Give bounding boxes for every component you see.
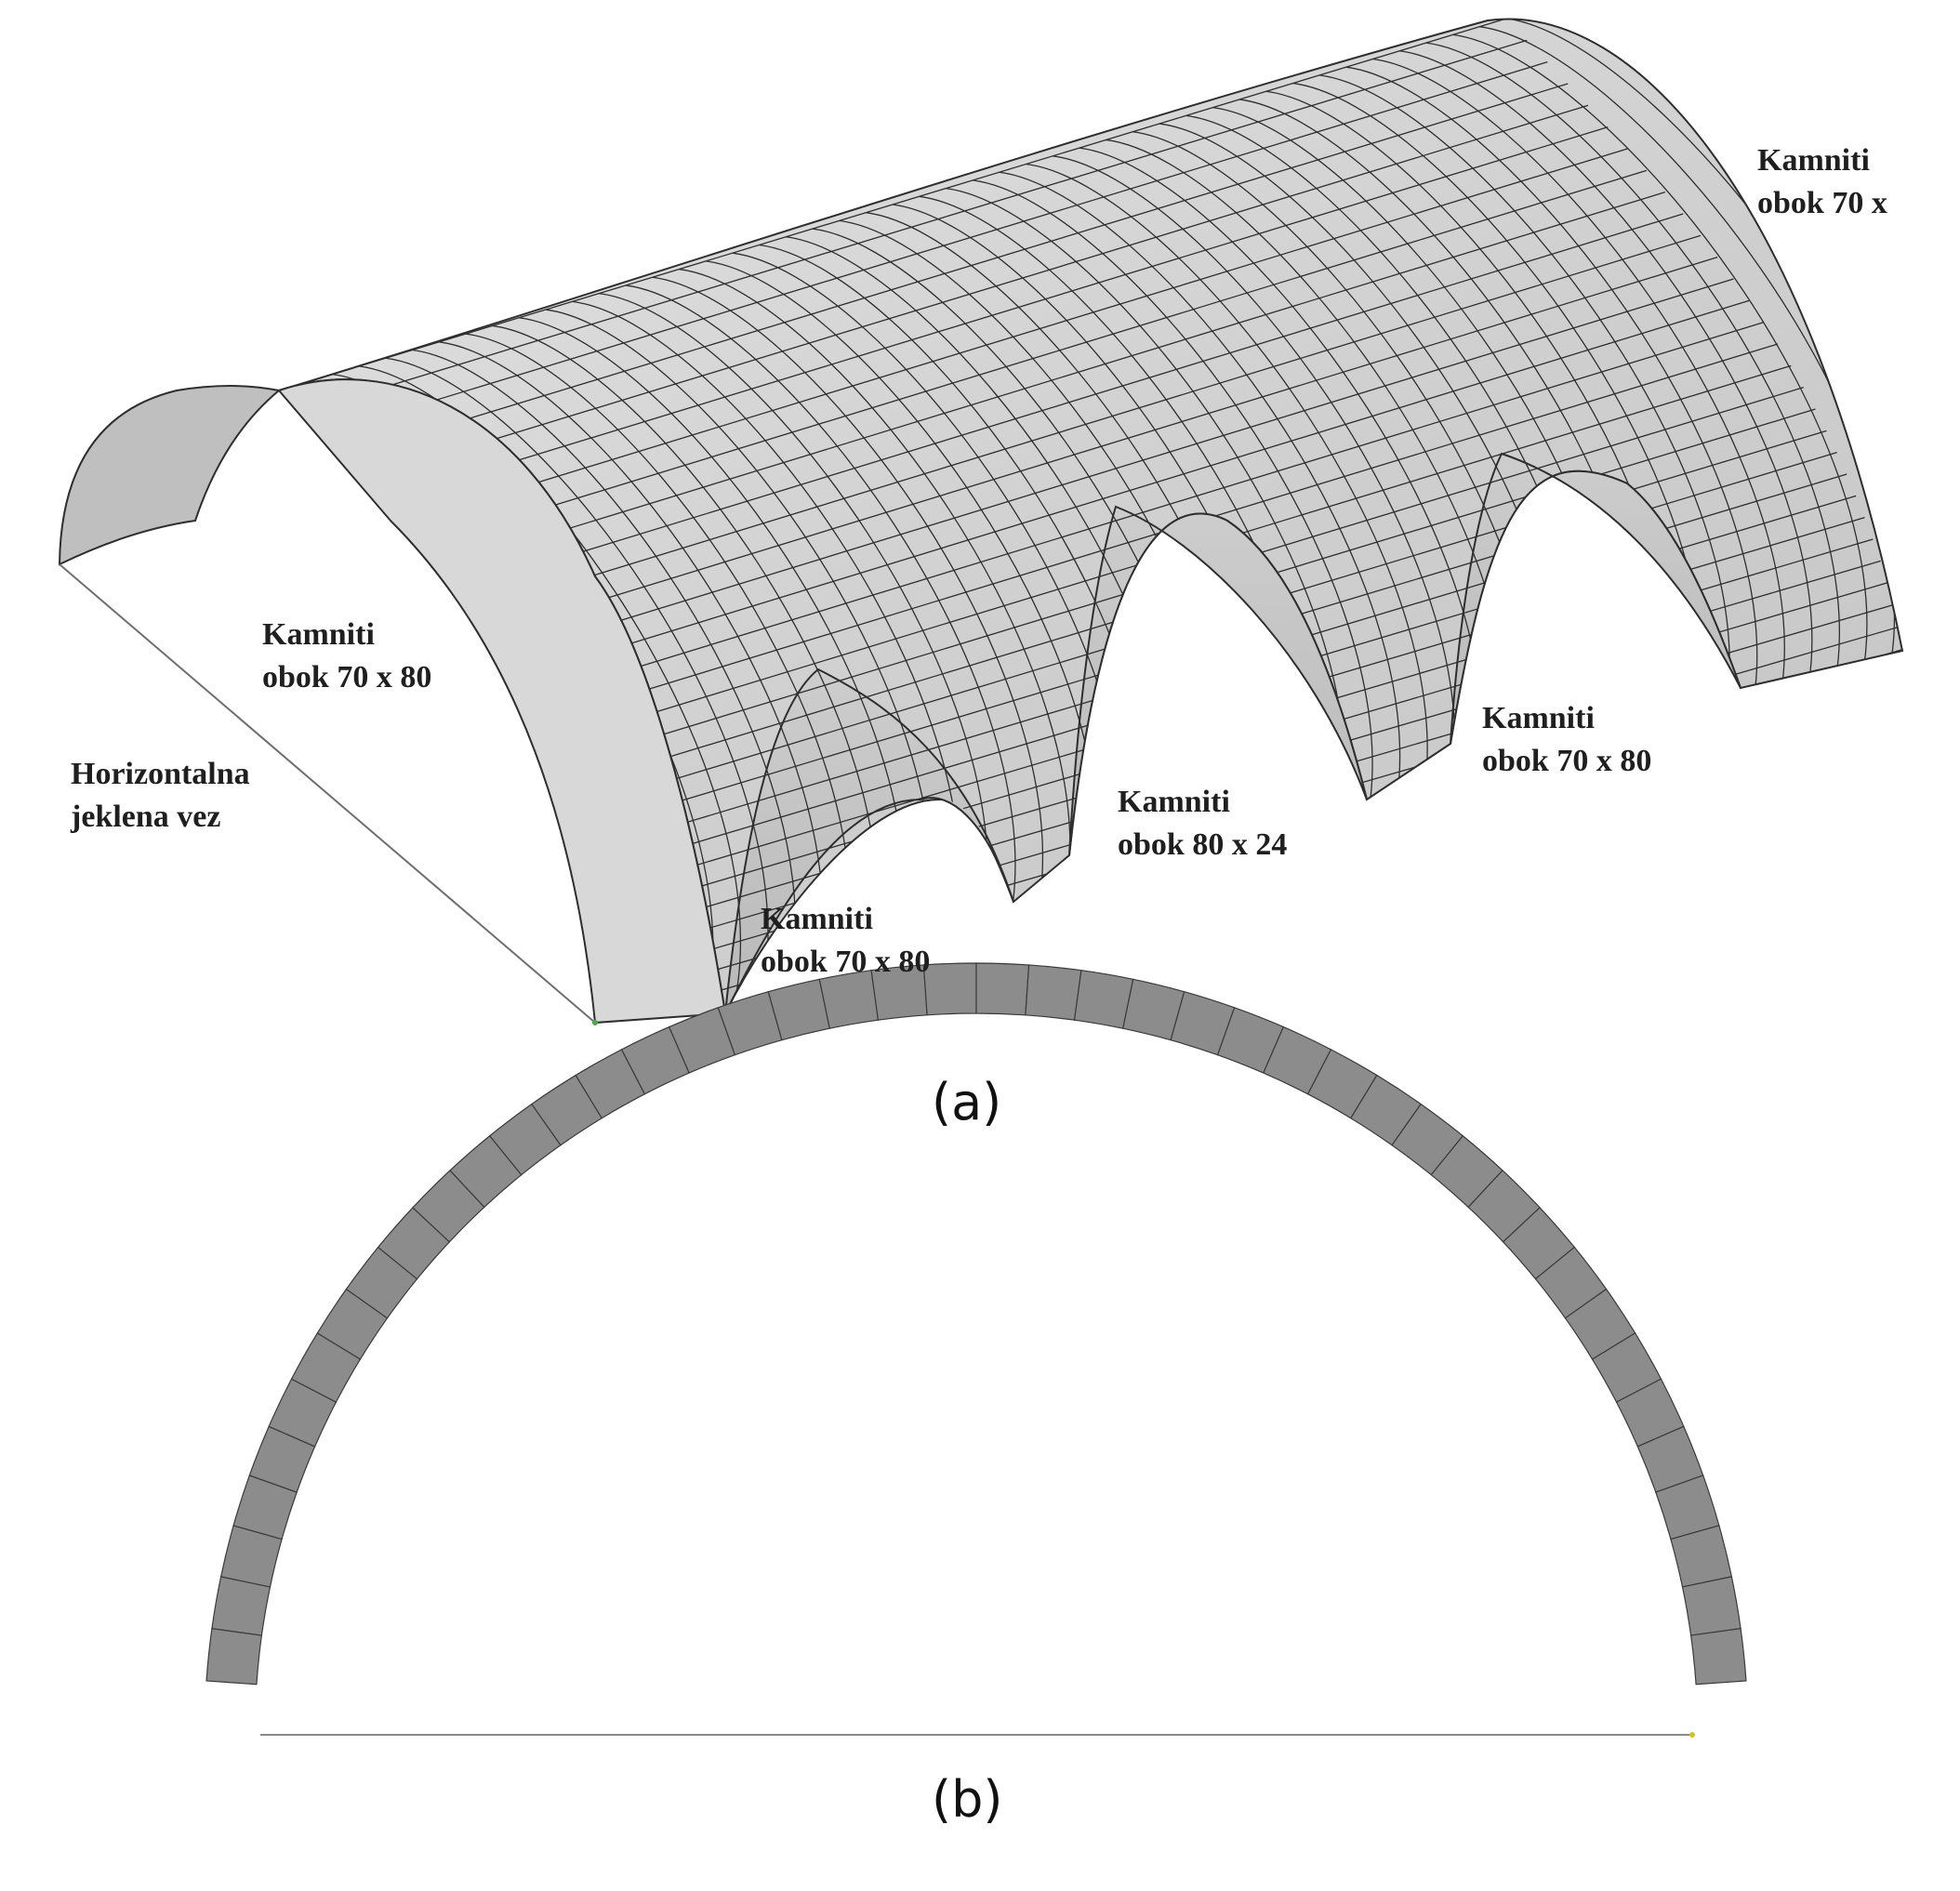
mesh-longitudinal-line <box>499 234 1702 605</box>
mesh-longitudinal-line <box>350 83 1569 456</box>
label-rib-3: Kamniti obok 70 x 80 <box>1482 697 1651 783</box>
panel-a-caption: (a) <box>932 1073 1002 1131</box>
label-top-right-line2: obok 70 x <box>1757 186 1887 220</box>
mesh-transverse-arc <box>1425 42 1840 694</box>
label-rib-1: Kamniti obok 70 x 80 <box>761 898 930 984</box>
arch-voussoir-block <box>205 1627 263 1686</box>
mesh-transverse-arc <box>973 179 1373 827</box>
mesh-longitudinal-line <box>517 257 1718 627</box>
mesh-transverse-arc <box>1053 155 1456 804</box>
support-marker <box>592 1020 598 1025</box>
horizontal-steel-tie <box>59 563 596 1024</box>
label-left-arch-line2: obok 70 x 80 <box>262 660 432 694</box>
arch-voussoir-block <box>922 962 977 1016</box>
label-rib-3-line2: obok 70 x 80 <box>1482 744 1652 778</box>
label-rib-2-line1: Kamniti <box>1118 785 1230 819</box>
mesh-transverse-arc <box>439 341 824 985</box>
mesh-transverse-arc <box>1399 50 1813 702</box>
mesh-transverse-arc <box>1372 58 1785 709</box>
panel-a-vault-model <box>58 18 1904 1025</box>
mesh-longitudinal-line <box>418 148 1628 520</box>
mesh-longitudinal-line <box>549 299 1750 669</box>
label-rib-2-line2: obok 80 x 24 <box>1118 827 1288 862</box>
mesh-longitudinal-line <box>533 278 1734 648</box>
mesh-transverse-arc <box>652 276 1043 922</box>
mesh-longitudinal-line <box>460 192 1666 562</box>
mesh-transverse-arc <box>1452 33 1868 686</box>
arch-voussoir-ring <box>205 962 1747 1686</box>
mesh-longitudinal-line <box>480 213 1684 584</box>
mesh-transverse-arc <box>385 357 769 1001</box>
label-steel-tie-line2: jeklena vez <box>71 800 221 834</box>
label-rib-1-line1: Kamniti <box>761 902 873 936</box>
mesh-transverse-arc <box>679 268 1071 914</box>
arch-voussoir-block <box>1689 1627 1747 1686</box>
mesh-transverse-arc <box>1319 74 1730 725</box>
arch-voussoir-block <box>1681 1576 1741 1636</box>
arch-support-marker <box>1689 1732 1695 1738</box>
arch-voussoir-block <box>975 962 1030 1016</box>
panel-b-caption: (b) <box>932 1770 1003 1829</box>
arch-voussoir-block <box>1025 964 1082 1021</box>
label-rib-3-line1: Kamniti <box>1482 701 1595 735</box>
vault-side-wall <box>277 378 727 1025</box>
label-left-arch-line1: Kamniti <box>262 617 375 652</box>
mesh-transverse-arc <box>599 293 988 938</box>
label-steel-tie: Horizontalna jeklena vez <box>71 753 250 839</box>
mesh-longitudinal-line <box>563 322 1765 691</box>
label-steel-tie-line1: Horizontalna <box>71 757 250 791</box>
label-left-arch: Kamniti obok 70 x 80 <box>262 614 431 699</box>
mesh-longitudinal-line <box>440 169 1648 541</box>
label-top-right-line1: Kamniti <box>1757 143 1870 178</box>
mesh-transverse-arc <box>359 365 742 1009</box>
mesh-longitudinal-line <box>373 104 1589 477</box>
vault-rear-arch <box>58 385 282 566</box>
lunette-2 <box>1068 505 1368 856</box>
mesh-longitudinal-line <box>302 39 1528 413</box>
mesh-transverse-arc <box>1345 66 1758 718</box>
mesh-longitudinal-line <box>396 126 1609 498</box>
lunette-1 <box>724 668 1014 1014</box>
mesh-transverse-arc <box>1026 163 1428 812</box>
mesh-transverse-arc <box>625 284 1016 930</box>
mesh-transverse-arc <box>999 171 1401 820</box>
label-rib-1-line2: obok 70 x 80 <box>761 945 931 979</box>
mesh-transverse-arc <box>412 349 797 993</box>
label-top-right-arch: Kamniti obok 70 x <box>1757 139 1887 225</box>
panel-b-arch-section <box>205 962 1747 1738</box>
label-rib-2: Kamniti obok 80 x 24 <box>1118 781 1287 866</box>
